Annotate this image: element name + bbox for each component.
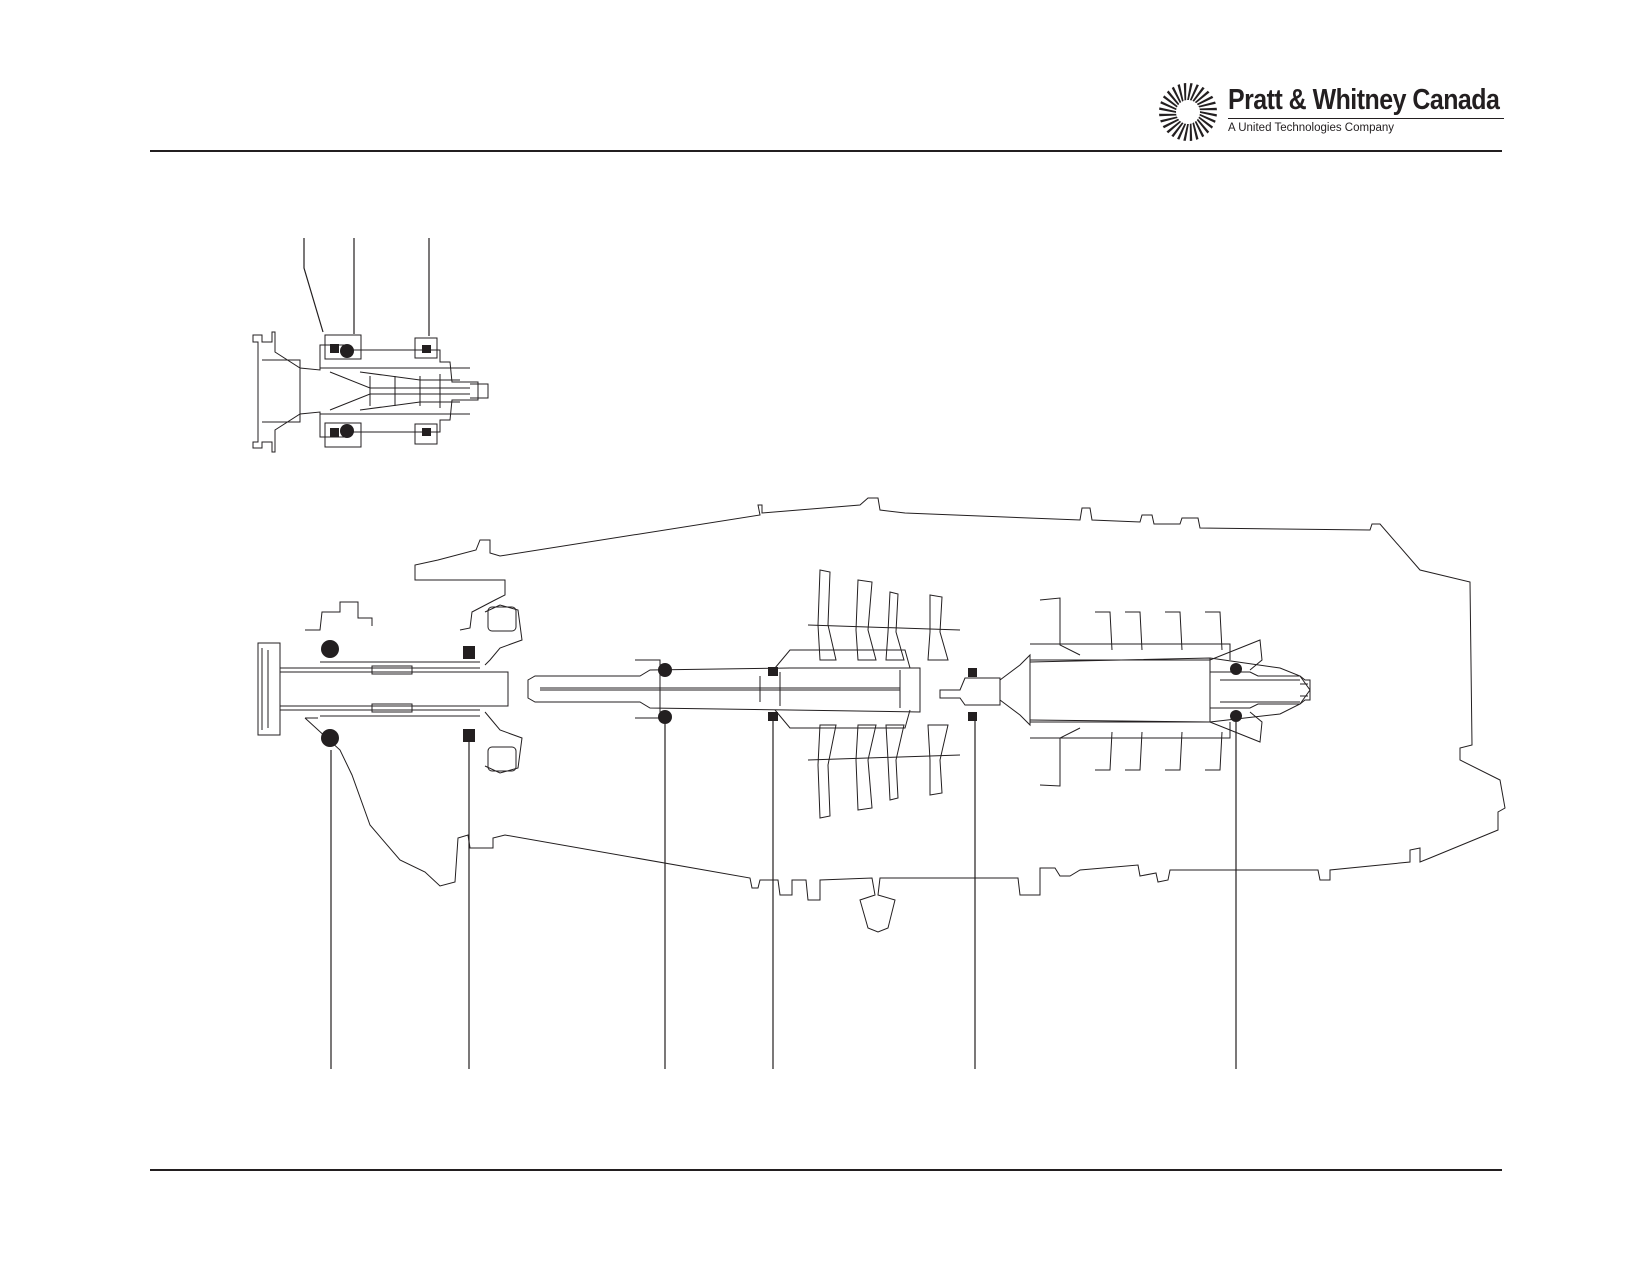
inset-leader-lines: [303, 238, 430, 336]
bearing-6-bottom: [1230, 710, 1242, 722]
compressor-rotor-blades: [807, 569, 961, 819]
bearing-4-top: [768, 667, 778, 676]
bearing-2-bottom: [463, 729, 475, 742]
engine-casing-outline: [304, 497, 1506, 933]
inset-seal-top-right: [422, 345, 431, 353]
inset-seal-bottom-left: [330, 428, 339, 437]
inset-bearing-bottom: [340, 424, 354, 438]
turbine-section: [939, 597, 1311, 787]
pwc-starburst-logo-icon: [1159, 83, 1217, 141]
bearing-1-bottom: [321, 729, 339, 747]
inset-seal-top-left: [330, 344, 339, 353]
main-shaft-assembly: [257, 604, 921, 774]
brand-tagline: A United Technologies Company: [1228, 122, 1395, 134]
brand-logo: Pratt & Whitney Canada A United Technolo…: [1158, 82, 1508, 142]
main-leader-lines: [330, 721, 1237, 1069]
exhaust-tailcone: [1210, 671, 1311, 709]
bearing-3-top: [658, 663, 672, 677]
inset-seal-bottom-right: [422, 428, 431, 436]
bearing-5-bottom: [968, 712, 977, 721]
bearing-1-top: [321, 640, 339, 658]
bearing-5-top: [968, 668, 977, 677]
inset-flange-outline: [252, 331, 479, 453]
brand-underline: [1228, 118, 1504, 119]
bearing-6-top: [1230, 663, 1242, 675]
brand-name: Pratt & Whitney Canada: [1228, 84, 1500, 116]
inset-bearings: [330, 344, 431, 438]
inset-assembly-drawing: [252, 331, 489, 453]
bearing-4-bottom: [768, 712, 778, 721]
bearing-2-top: [463, 646, 475, 659]
main-bearings: [321, 640, 1242, 747]
bearing-3-bottom: [658, 710, 672, 724]
footer-rule: [150, 1169, 1502, 1171]
inset-bearing-top: [340, 344, 354, 358]
inset-leader-1: [303, 238, 324, 333]
header-rule: [150, 150, 1502, 152]
